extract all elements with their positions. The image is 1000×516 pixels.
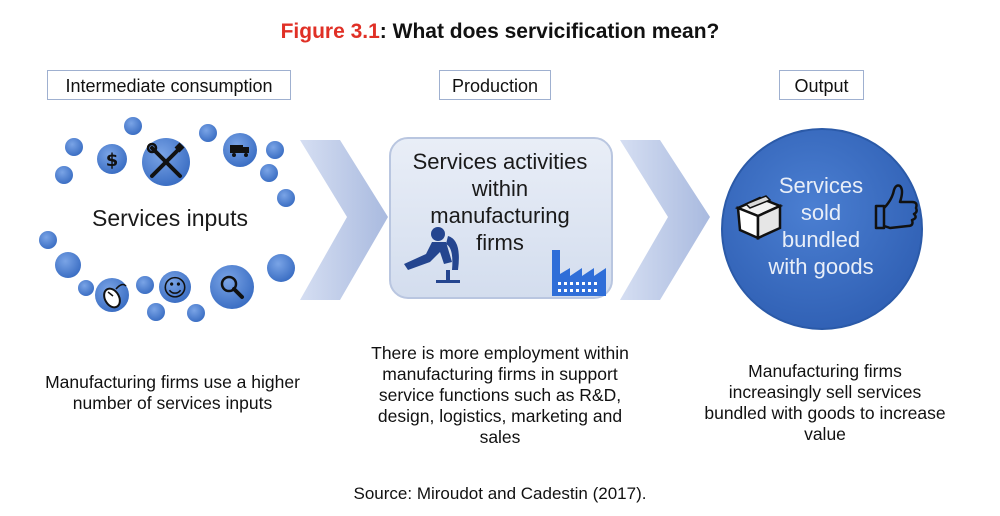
dot: [260, 164, 278, 182]
dot: [267, 254, 295, 282]
dollar-icon: $: [97, 144, 127, 174]
output-circle-text: Services sold bundled with goods: [746, 172, 896, 280]
chevron-arrow-1: [300, 140, 388, 300]
dot: [124, 117, 142, 135]
production-line-4: firms: [476, 230, 524, 255]
services-inputs-label: Services inputs: [92, 205, 248, 231]
production-box-text: Services activities within manufacturing…: [392, 148, 608, 256]
production-line-3: manufacturing: [430, 203, 570, 228]
figure-number: Figure 3.1: [280, 20, 380, 43]
production-line-1: Services activities: [412, 149, 588, 174]
production-line-2: within: [471, 176, 529, 201]
dot: [277, 189, 295, 207]
output-circle: [721, 128, 923, 330]
mouse-icon: [95, 278, 129, 312]
output-line-4: with goods: [768, 254, 874, 279]
person-icon: [404, 227, 460, 283]
smiley-icon: ☺: [159, 271, 191, 303]
dot: [136, 276, 154, 294]
dot: [147, 303, 165, 321]
label-production: Production: [439, 70, 551, 100]
services-inputs-dots: [39, 117, 295, 322]
dot: [199, 124, 217, 142]
smiley-glyph: ☺: [162, 274, 187, 302]
dot: [55, 166, 73, 184]
thumbs-up-icon: [874, 184, 918, 230]
dot: [55, 252, 81, 278]
output-line-1: Services: [778, 173, 864, 198]
figure-title: Figure 3.1: What does servicification me…: [0, 20, 1000, 44]
dot: [187, 304, 205, 322]
box-icon: [734, 195, 784, 240]
label-output: Output: [779, 70, 864, 100]
truck-icon: [223, 133, 257, 167]
chevron-arrow-2: [620, 140, 710, 300]
dot: [78, 280, 94, 296]
label-intermediate-consumption: Intermediate consumption: [47, 70, 291, 100]
dot: [65, 138, 83, 156]
dot: [266, 141, 284, 159]
caption-intermediate: Manufacturing firms use a higher number …: [45, 372, 300, 413]
figure-title-text: : What does servicification mean?: [379, 20, 720, 43]
output-line-3: bundled: [781, 227, 861, 252]
magnifier-icon: [210, 265, 254, 309]
tools-icon: [142, 138, 190, 186]
output-line-2: sold: [800, 200, 842, 225]
factory-icon: [552, 250, 606, 296]
dot: [39, 231, 57, 249]
caption-output: Manufacturing firms increasingly sell se…: [704, 361, 946, 444]
caption-production: There is more employment within manufact…: [371, 343, 629, 447]
dollar-glyph: $: [106, 150, 119, 171]
source-note: Source: Miroudot and Cadestin (2017).: [353, 484, 647, 503]
